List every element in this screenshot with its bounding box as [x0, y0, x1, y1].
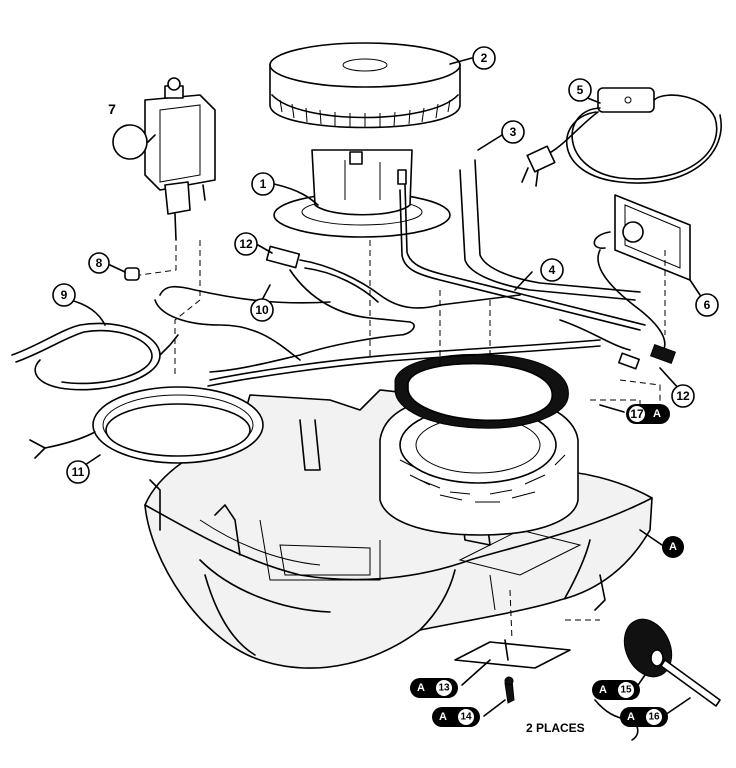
ref-17-letter: A [653, 408, 661, 420]
callout-8: 8 [88, 252, 110, 274]
callout-1-label: 1 [260, 177, 267, 191]
clamp-8 [124, 267, 140, 281]
cover-plate-13 [454, 639, 571, 669]
callout-9-label: 9 [61, 288, 68, 302]
ref-13-letter: A [417, 682, 425, 694]
callout-12-right: 12 [671, 384, 695, 408]
axle-16 [660, 659, 721, 707]
callout-7-label: 7 [108, 101, 116, 117]
assembly-guide-lines [139, 240, 666, 641]
ref-a-letter: A [669, 541, 677, 553]
callout-12-right-label: 12 [676, 389, 690, 403]
callout-11-label: 11 [72, 465, 85, 479]
callout-6: 6 [695, 293, 719, 317]
callout-5-label: 5 [577, 83, 584, 97]
callout-1: 1 [251, 172, 275, 196]
callout-12-top: 12 [234, 232, 258, 256]
ref-callout-16: A 16 [620, 707, 668, 727]
callout-10: 10 [250, 298, 274, 322]
callout-5: 5 [568, 78, 592, 102]
gasket-ring [29, 386, 264, 464]
callout-4: 4 [540, 258, 564, 282]
callout-9: 9 [52, 283, 76, 307]
callout-11: 11 [66, 460, 90, 484]
ref-15-num: 15 [620, 685, 632, 696]
power-cord [521, 87, 722, 187]
hose [11, 322, 179, 391]
callout-2: 2 [472, 46, 496, 70]
solenoid-pump [144, 77, 216, 241]
wheel-15 [623, 618, 673, 678]
ref-14-letter: A [439, 711, 447, 723]
callout-3-label: 3 [510, 125, 517, 139]
callout-3: 3 [501, 120, 525, 144]
callout-6-label: 6 [704, 298, 711, 312]
ref-callout-13: A 13 [410, 678, 458, 698]
callout-8-label: 8 [96, 256, 103, 270]
ref-13-num: 13 [438, 683, 450, 694]
ref-callout-15: A 15 [592, 680, 640, 700]
callout-4-label: 4 [549, 263, 556, 277]
ref-17-num: 17 [630, 407, 644, 421]
callout-12-top-label: 12 [239, 237, 253, 251]
motor-assembly [269, 42, 461, 238]
callout-2-label: 2 [481, 51, 488, 65]
ref-callout-17: 17 A [626, 404, 670, 424]
ref-15-letter: A [599, 684, 607, 696]
screw-14 [504, 676, 515, 704]
ref-16-num: 16 [648, 712, 660, 723]
switch-plate [593, 194, 691, 356]
callout-7: 7 [108, 101, 148, 160]
ref-16-letter: A [627, 711, 635, 723]
ref-callout-a: A [662, 536, 684, 558]
ref-callout-14: A 14 [432, 707, 480, 727]
ref-14-num: 14 [460, 712, 472, 723]
two-places-note: 2 PLACES [526, 721, 585, 735]
callout-10-label: 10 [255, 303, 269, 317]
base-housing [144, 353, 653, 669]
wiring-harness [154, 159, 677, 387]
